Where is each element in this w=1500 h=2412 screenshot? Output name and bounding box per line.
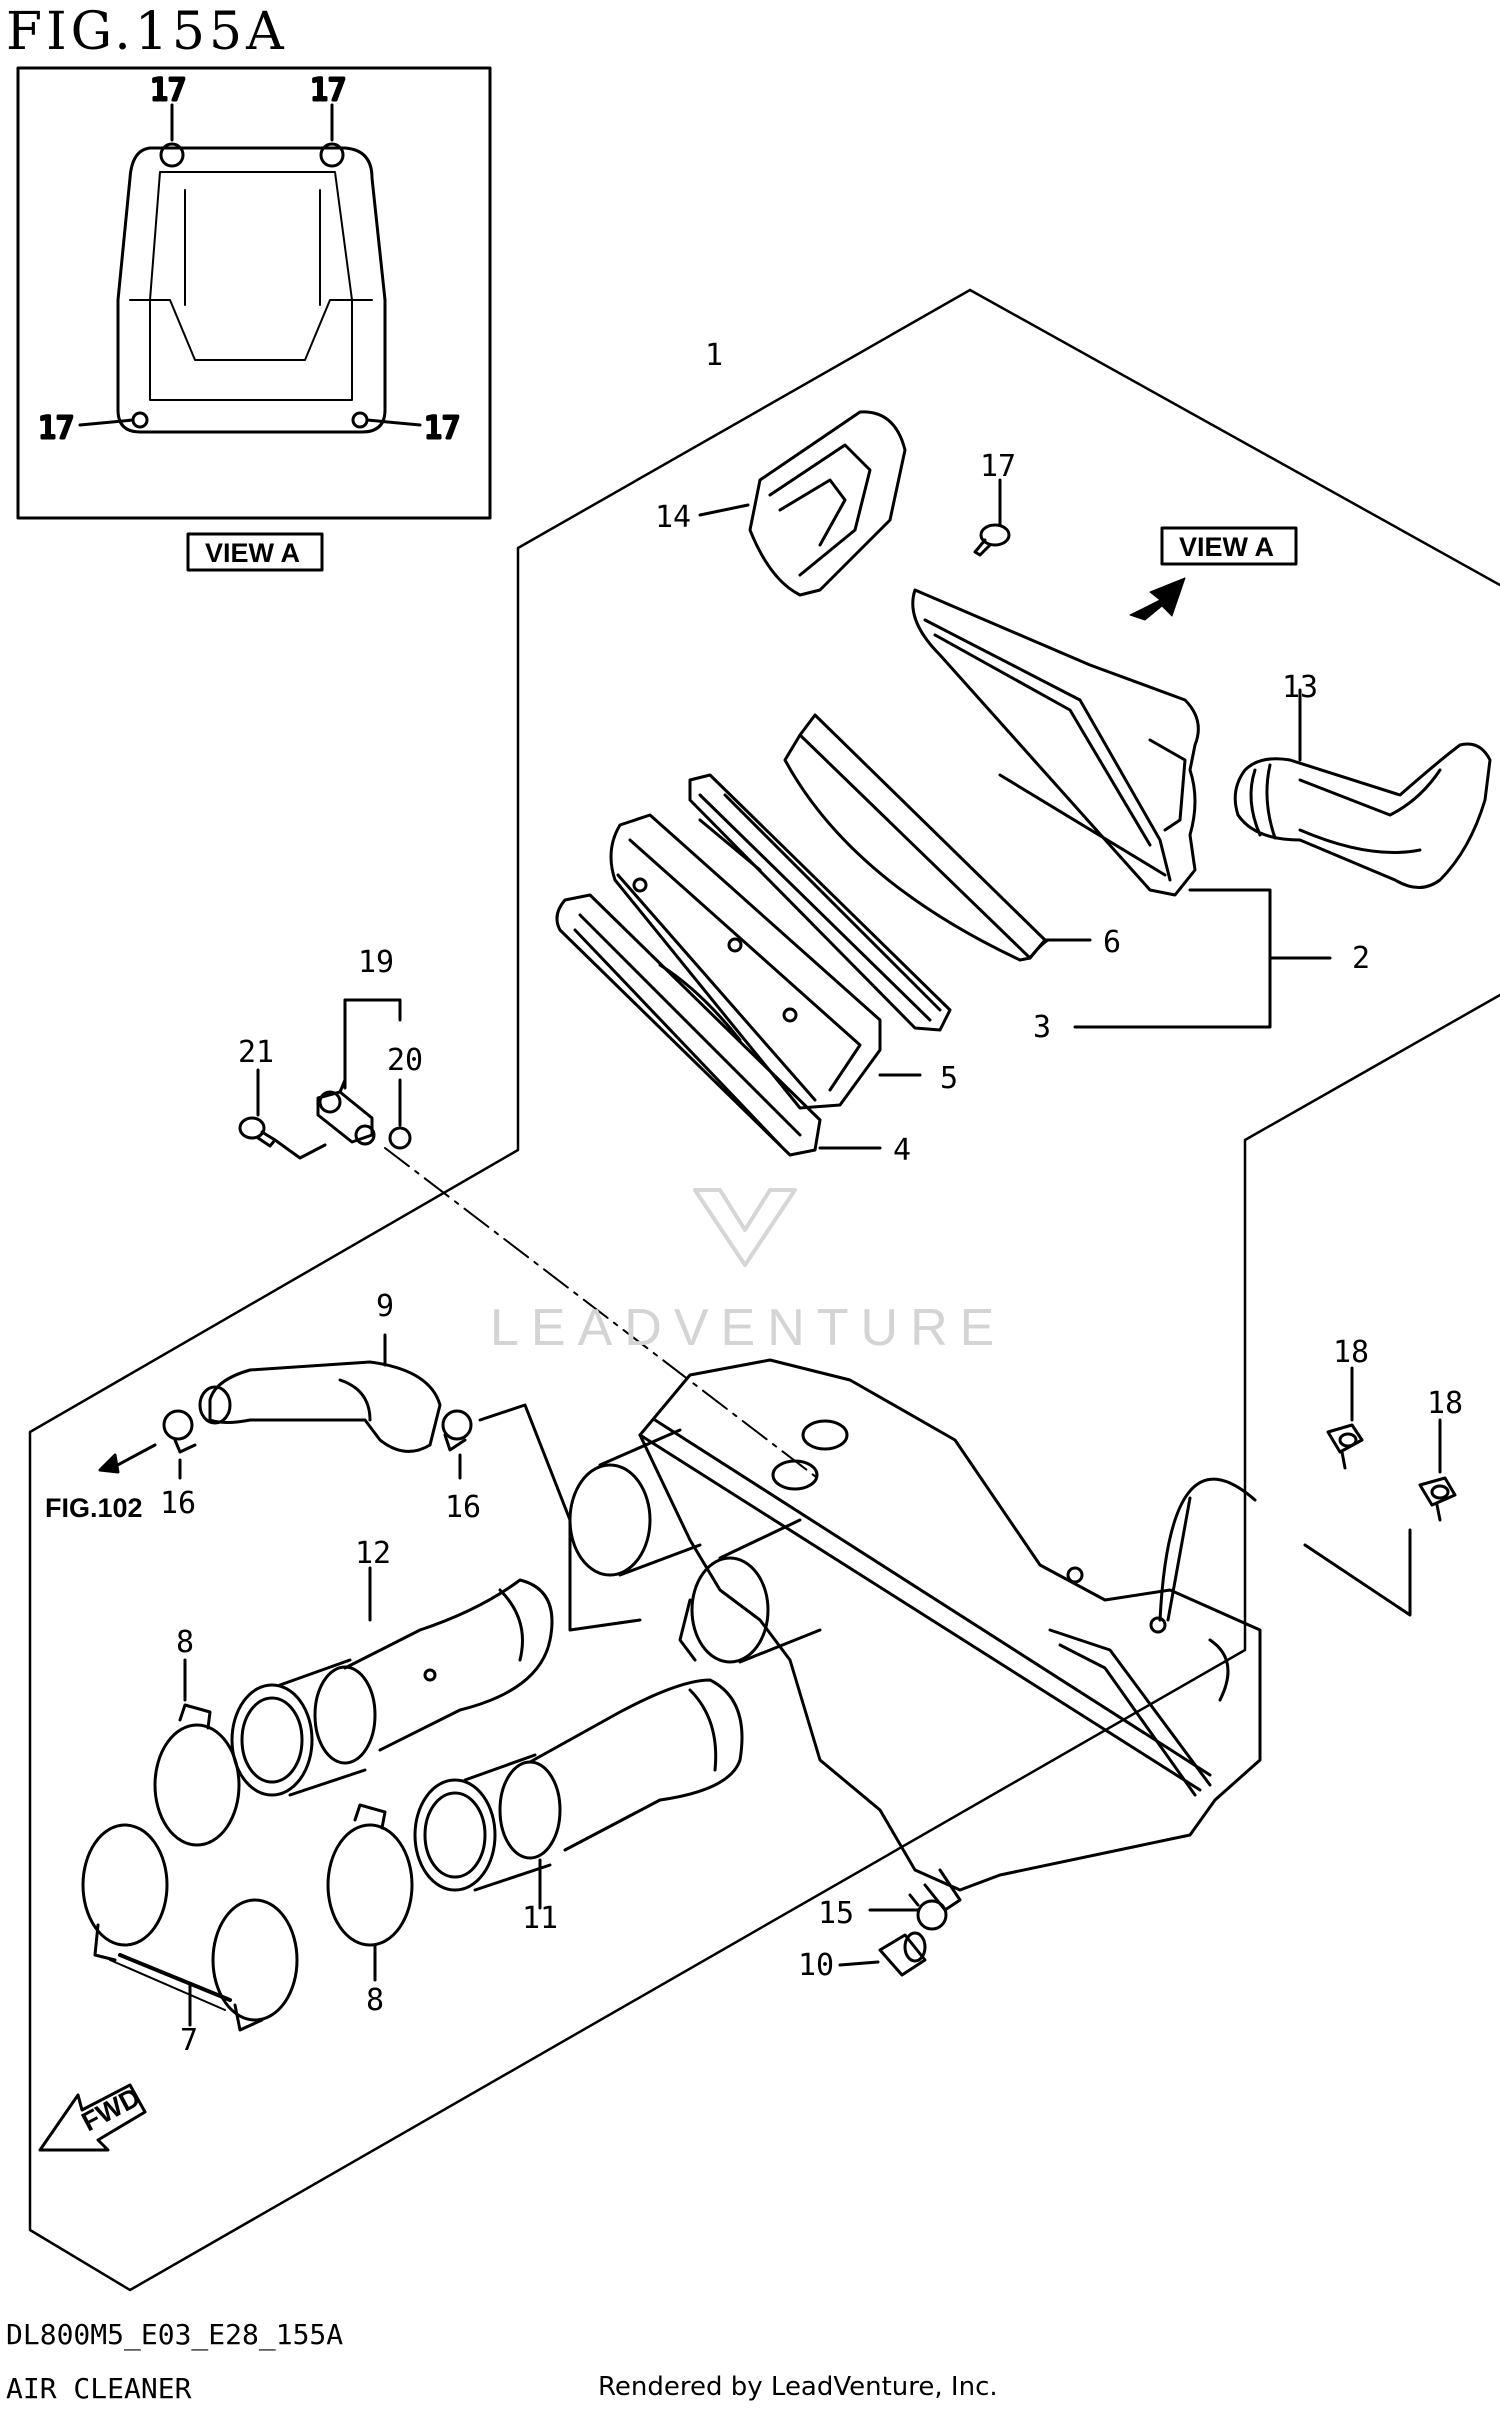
view-a-main-label: VIEW A [1179, 532, 1274, 562]
view-a-label: VIEW A [205, 538, 300, 568]
part-18-bolts [1303, 1366, 1457, 1617]
footer-code: DL800M5_E03_E28_155A [6, 2318, 344, 2351]
part-20-oring [388, 1126, 412, 1150]
callout-1: 1 [705, 338, 723, 373]
callout-20: 20 [387, 1043, 423, 1078]
part-7-clamp-set [81, 1823, 299, 2032]
part-16-clip-right [441, 1403, 642, 1632]
callout-16b: 16 [445, 1490, 481, 1525]
figure-title: FIG.155A [6, 2, 288, 62]
ref-fig102: FIG.102 [45, 1493, 143, 1523]
part-14-duct [698, 410, 907, 597]
part-9-hose [198, 1333, 442, 1453]
callout-12: 12 [355, 1536, 391, 1571]
part-10-cap [838, 1931, 927, 1977]
callout-18a: 18 [1333, 1335, 1369, 1370]
footer-rendered: Rendered by LeadVenture, Inc. [598, 2372, 998, 2402]
callout-10: 10 [798, 1948, 834, 1983]
callout-17c: 17 [38, 411, 74, 446]
callout-9: 9 [376, 1289, 394, 1324]
part-3-seal [688, 773, 952, 1032]
fwd-label: FWD [77, 2082, 145, 2137]
callout-6: 6 [1103, 925, 1121, 960]
part-2-cover [911, 588, 1200, 897]
callout-2: 2 [1352, 941, 1370, 976]
callout-5: 5 [940, 1061, 958, 1096]
callout-8a: 8 [176, 1625, 194, 1660]
footer-name: AIR CLEANER [6, 2372, 192, 2405]
watermark-logo-icon [693, 1188, 797, 1267]
part-21-screw [238, 1068, 327, 1160]
view-a-arrow-icon [1129, 577, 1186, 621]
part-4-gasket [555, 893, 822, 1157]
part-15-clip [868, 1893, 948, 1931]
part-8-clamp-lower [326, 1803, 414, 1982]
part-8-clamp-upper [153, 1658, 241, 1847]
box-link-line [1158, 1477, 1257, 1622]
callout-13: 13 [1282, 670, 1318, 705]
callout-18b: 18 [1427, 1386, 1463, 1421]
view-a-label-box [186, 532, 324, 572]
part-5-frame [609, 813, 882, 1110]
part-13-hose [1233, 688, 1492, 889]
callout-3: 3 [1033, 1010, 1051, 1045]
callout-19: 19 [358, 945, 394, 980]
part-19-sensor [316, 998, 402, 1146]
view-a-main-box [1160, 526, 1298, 566]
view-a-hole-tl [159, 142, 185, 168]
part-12-intake [230, 1566, 554, 1797]
callout-7: 7 [180, 2023, 198, 2058]
view-a-hole-tr [319, 142, 345, 168]
callout-16a: 16 [160, 1486, 196, 1521]
part-17-screw [973, 478, 1011, 557]
part-11-intake [413, 1678, 744, 1910]
callout-8b: 8 [366, 1983, 384, 2018]
callout-17d: 17 [424, 411, 460, 446]
airbox-body [568, 1358, 1262, 1912]
part-6-filter [783, 713, 1050, 962]
view-a-inset [16, 66, 492, 520]
callout-11: 11 [522, 1901, 558, 1936]
callout-21: 21 [238, 1035, 274, 1070]
callout-4: 4 [893, 1133, 911, 1168]
view-a-hole-bl [131, 411, 149, 429]
centerline [384, 1147, 821, 1481]
callout-15: 15 [818, 1896, 854, 1931]
callout-17b: 17 [310, 73, 346, 108]
view-a-hole-br [351, 411, 369, 429]
fwd-arrow-icon [38, 2083, 147, 2152]
fig102-arrow-line [110, 1443, 157, 1470]
callout-17-main: 17 [980, 449, 1016, 484]
part-16-clip-left [162, 1409, 197, 1480]
callout-17a: 17 [150, 73, 186, 108]
watermark: LEADVENTURE [490, 1299, 1006, 1357]
callout-14: 14 [655, 500, 691, 535]
assembly-outline [28, 288, 1500, 2292]
